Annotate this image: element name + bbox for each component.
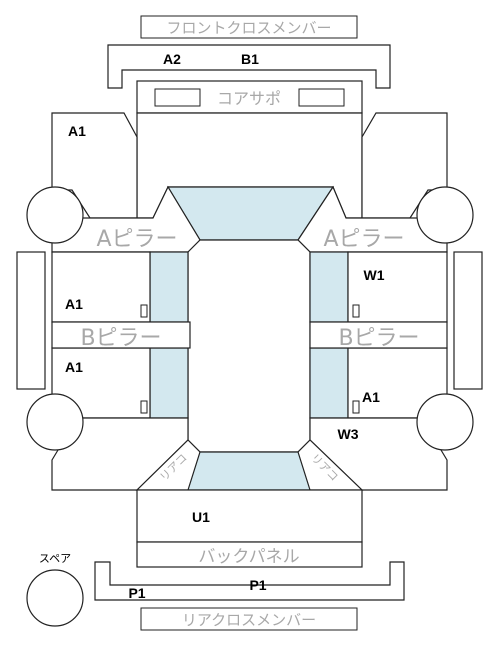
front-bumper-bracket[interactable] bbox=[107, 44, 391, 89]
code-left-rear-door: A1 bbox=[65, 359, 83, 375]
code-right-rear-door: A1 bbox=[362, 389, 380, 405]
code-rear-cross-right: P1 bbox=[249, 577, 266, 593]
right-front-door-handle bbox=[352, 304, 360, 318]
right-front-door-glass[interactable] bbox=[309, 251, 349, 323]
code-front-a2: A2 bbox=[163, 51, 181, 67]
rear-cross-member-box[interactable] bbox=[140, 607, 358, 631]
core-support-label: コアサポ bbox=[217, 89, 281, 108]
right-front-door[interactable] bbox=[347, 251, 448, 323]
right-rear-door-handle bbox=[352, 400, 360, 414]
core-support-left-slot bbox=[154, 88, 201, 107]
left-front-door-glass[interactable] bbox=[149, 251, 189, 323]
front-cross-member-box[interactable] bbox=[140, 15, 358, 39]
wheel-front-right[interactable] bbox=[416, 186, 474, 244]
left-side-sill[interactable] bbox=[16, 251, 46, 390]
trunk-lid[interactable] bbox=[136, 489, 363, 543]
wheel-rear-left[interactable] bbox=[26, 393, 84, 451]
right-rear-door-glass[interactable] bbox=[309, 347, 349, 419]
code-right-front-door: W1 bbox=[364, 267, 385, 283]
wheel-rear-right[interactable] bbox=[416, 393, 474, 451]
code-trunk: U1 bbox=[192, 509, 210, 525]
b-pillar-right[interactable] bbox=[309, 321, 448, 349]
b-pillar-left-label: Bピラー bbox=[80, 326, 161, 351]
wheel-front-left[interactable] bbox=[26, 186, 84, 244]
spare-label: スペア bbox=[39, 552, 71, 565]
core-support-right-slot bbox=[298, 88, 345, 107]
back-panel-label: バックパネル bbox=[198, 547, 299, 567]
front-cross-member-label: フロントクロスメンバー bbox=[166, 19, 331, 37]
left-rear-door-glass[interactable] bbox=[149, 347, 189, 419]
code-rear-cross-left: P1 bbox=[128, 585, 145, 601]
b-pillar-left[interactable] bbox=[51, 321, 191, 349]
back-panel-box[interactable] bbox=[136, 541, 363, 568]
code-left-front-door: A1 bbox=[65, 296, 83, 312]
spare-tire[interactable] bbox=[26, 569, 84, 627]
code-rear-right-quarter: W3 bbox=[338, 426, 359, 442]
rear-bumper-bracket[interactable] bbox=[94, 561, 405, 601]
a-pillar-right-label: Aピラー bbox=[323, 227, 404, 252]
code-front-b1: B1 bbox=[241, 51, 259, 67]
code-front-left-fender: A1 bbox=[68, 123, 86, 139]
roof-panel[interactable] bbox=[187, 239, 311, 453]
left-rear-door-handle bbox=[140, 400, 148, 414]
left-front-door-handle bbox=[140, 304, 148, 318]
rear-window[interactable] bbox=[187, 451, 311, 491]
a-pillar-left-label: Aピラー bbox=[96, 227, 177, 252]
right-side-sill[interactable] bbox=[453, 251, 483, 390]
rear-cross-member-label: リアクロスメンバー bbox=[182, 611, 316, 629]
b-pillar-right-label: Bピラー bbox=[338, 326, 419, 351]
